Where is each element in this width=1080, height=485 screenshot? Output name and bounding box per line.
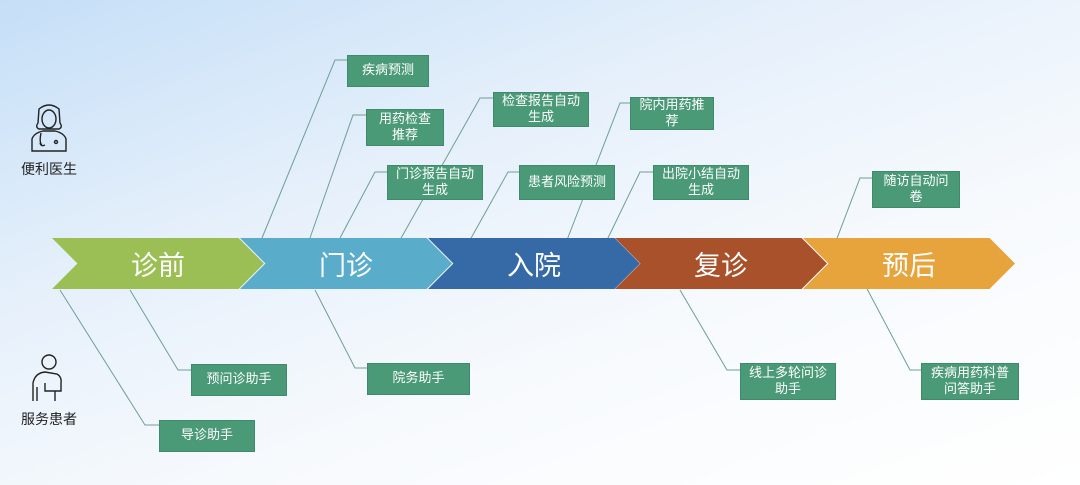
stage-label: 入院 [507, 251, 561, 282]
tool-box: 导诊助手 [159, 420, 255, 452]
stage-label: 复诊 [694, 251, 748, 282]
role-doctor: 便利医生 [18, 103, 80, 179]
tool-box: 用药检查推荐 [366, 109, 444, 146]
stage-admission: 入院 [428, 238, 640, 289]
tool-box: 患者风险预测 [519, 165, 615, 200]
tool-box: 门诊报告自动生成 [387, 165, 483, 200]
role-patient: 服务患者 [18, 353, 80, 429]
tool-box: 疾病预测 [347, 55, 429, 87]
stage-pre-visit: 诊前 [52, 238, 264, 289]
tool-box: 院务助手 [367, 363, 470, 395]
doctor-icon [31, 104, 67, 152]
patient-icon [32, 354, 62, 401]
tool-box: 随访自动问卷 [872, 171, 960, 208]
stage-prognosis: 预后 [803, 238, 1015, 289]
stage-follow-up-visit: 复诊 [615, 238, 827, 289]
tool-box: 预问诊助手 [191, 364, 287, 396]
role-doctor-label: 便利医生 [21, 162, 77, 178]
stage-outpatient: 门诊 [240, 238, 452, 289]
tool-box: 院内用药推荐 [630, 97, 714, 130]
tool-box: 疾病用药科普问答助手 [921, 363, 1019, 400]
tool-box: 线上多轮问诊助手 [740, 363, 836, 400]
role-patient-label: 服务患者 [21, 412, 77, 428]
stage-label: 诊前 [131, 251, 185, 282]
stage-label: 预后 [882, 251, 936, 282]
stage-label: 门诊 [319, 251, 373, 282]
tool-box: 出院小结自动生成 [653, 165, 749, 200]
tool-box: 检查报告自动生成 [493, 92, 589, 127]
